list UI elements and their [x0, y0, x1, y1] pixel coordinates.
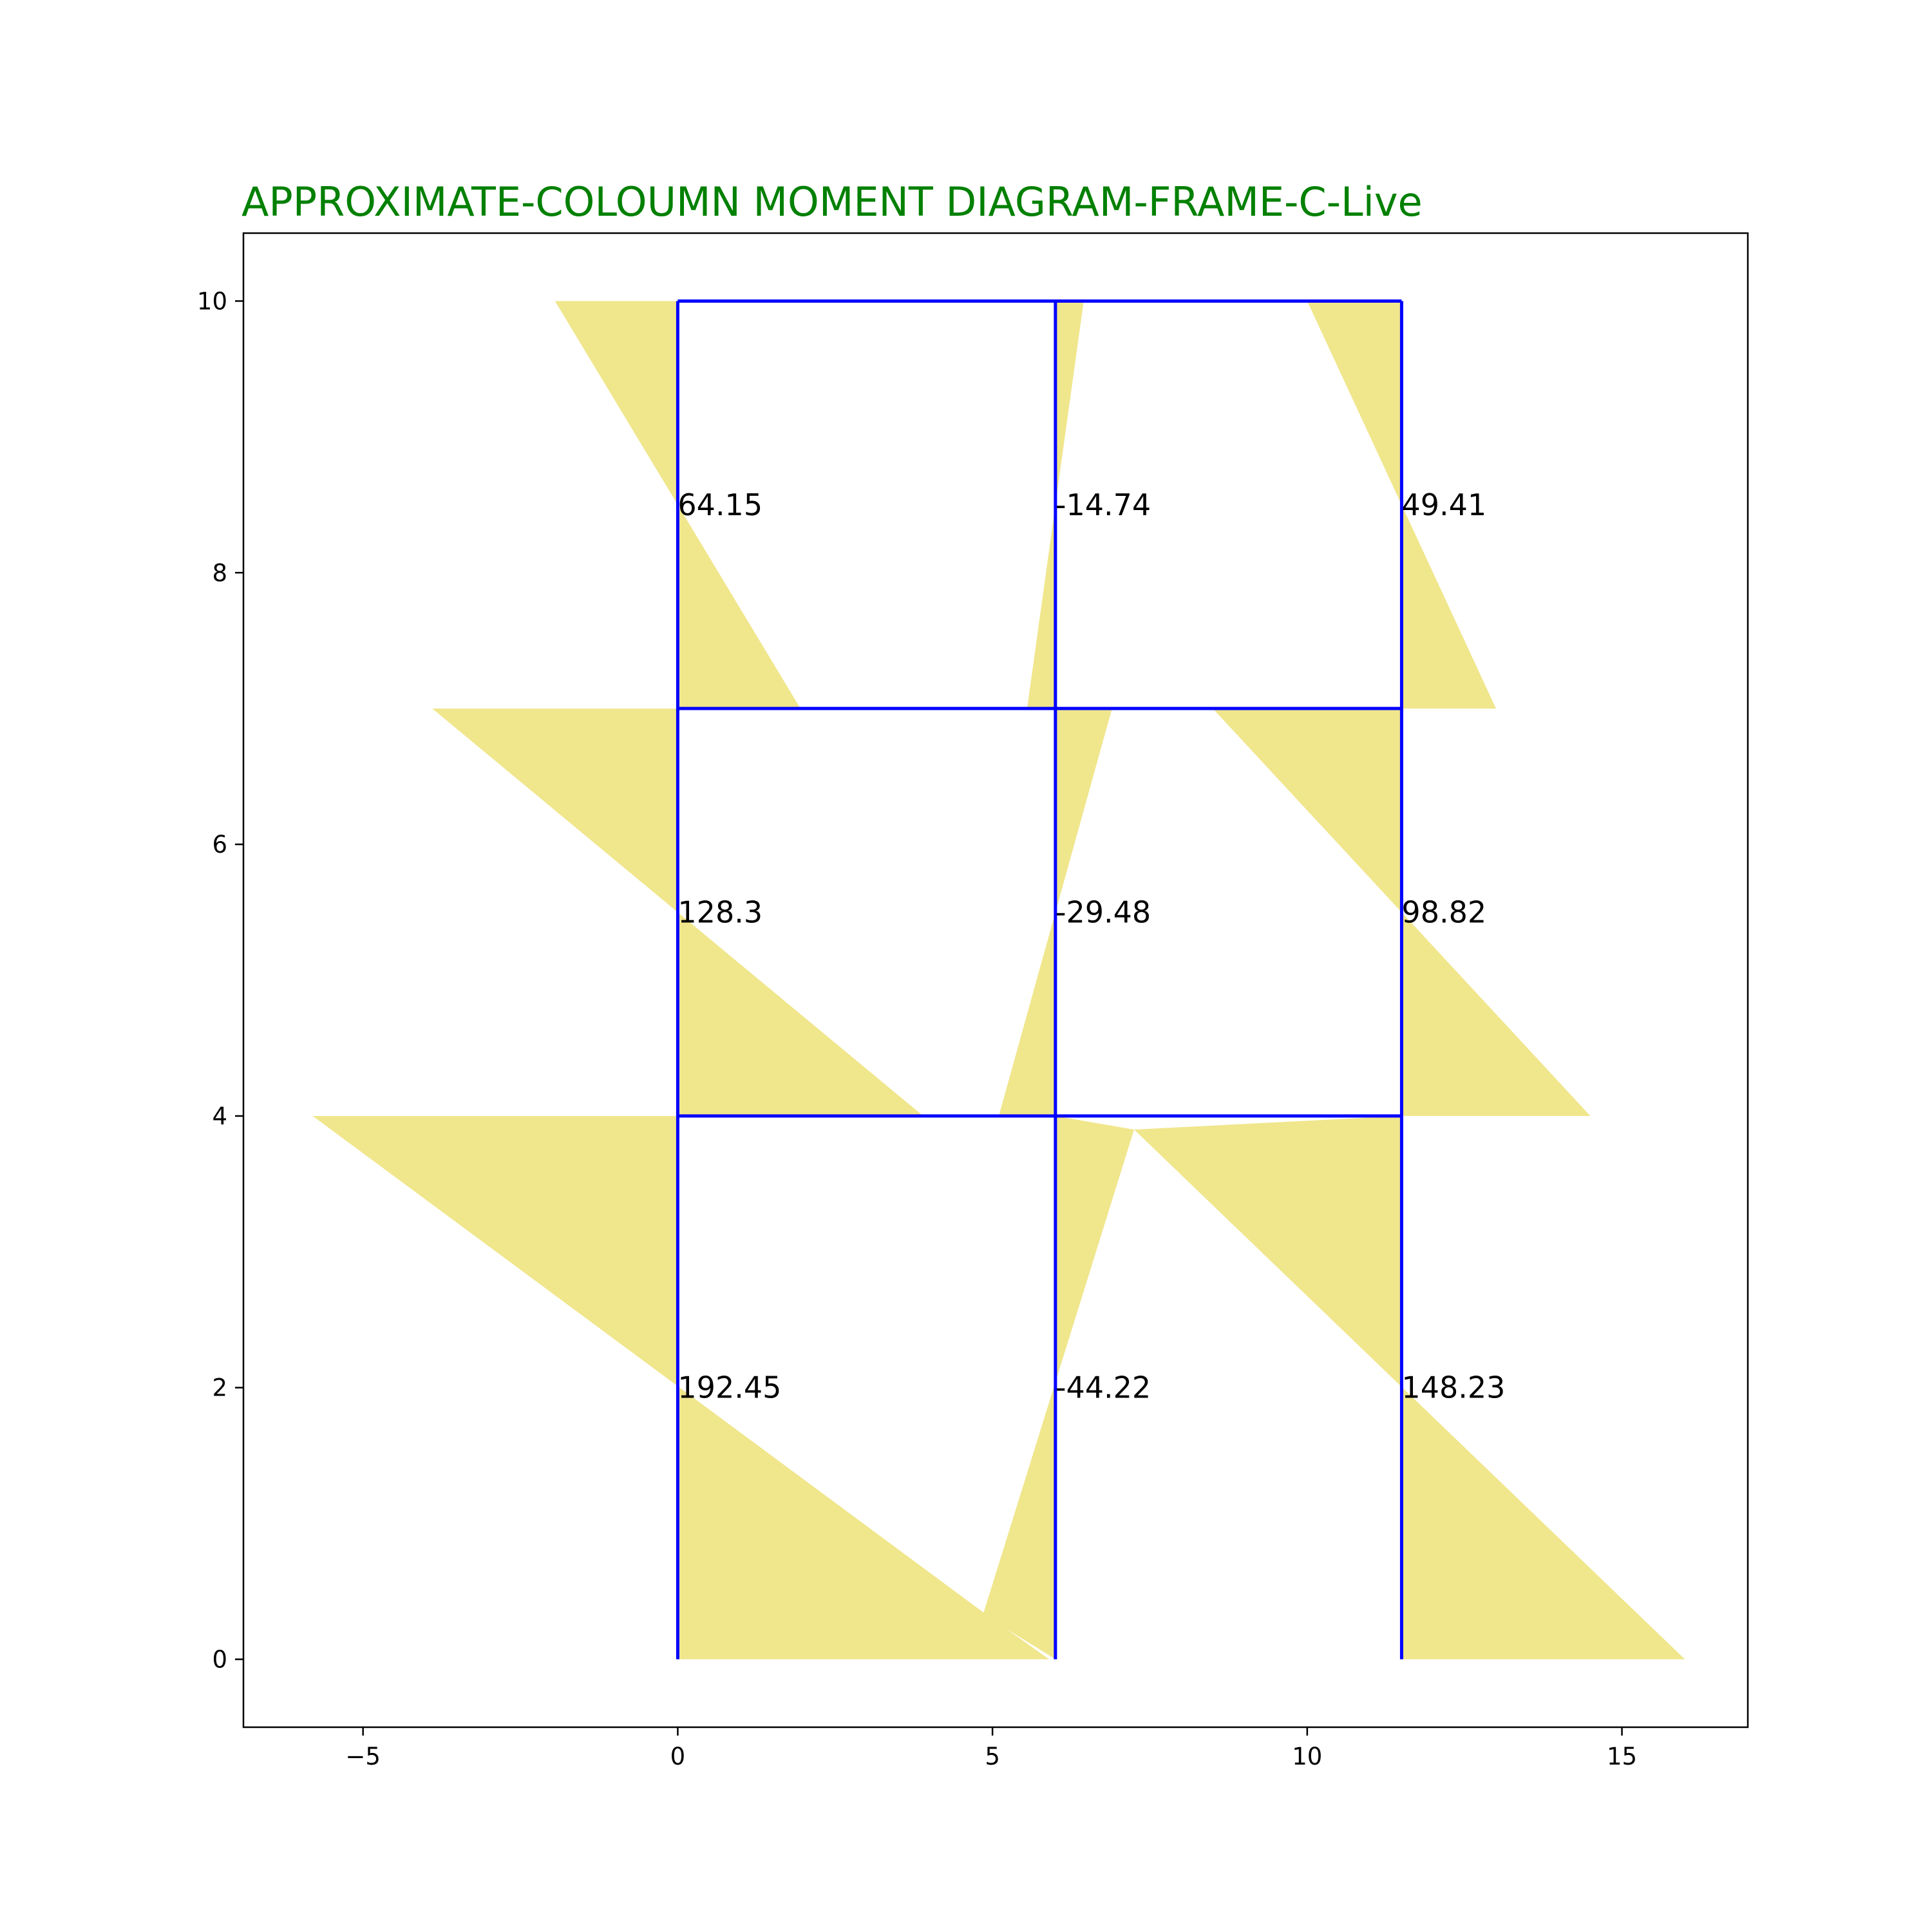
moment-polygon-9 [1134, 1115, 1685, 1660]
y-axis: 0 2 4 6 8 10 [197, 287, 243, 1674]
x-tick-label: 15 [1607, 1743, 1637, 1770]
moment-value-label: 98.82 [1401, 895, 1486, 930]
y-tick-label: 10 [197, 287, 227, 315]
x-tick-label: 0 [670, 1743, 686, 1770]
moment-value-label: 128.3 [677, 895, 762, 930]
y-tick-label: 8 [212, 559, 227, 587]
moment-polygon-8 [983, 1115, 1134, 1660]
moment-value-label: 49.41 [1401, 488, 1486, 522]
x-tick-label: 10 [1292, 1743, 1322, 1770]
chart-title: APPROXIMATE-COLOUMN MOMENT DIAGRAM-FRAME… [242, 178, 1423, 225]
y-tick-label: 4 [212, 1103, 227, 1130]
plot-area-border [242, 232, 1749, 1728]
y-tick-label: 0 [212, 1646, 227, 1674]
y-tick-label: 6 [212, 831, 227, 858]
moment-value-label: 192.45 [677, 1370, 781, 1405]
x-axis: −5 0 5 10 15 [345, 1727, 1637, 1770]
value-labels-layer: 64.15 -14.74 49.41 128.3 -29.48 98.82 192.45 -4… [677, 488, 1505, 1405]
moment-value-label: -44.22 [1056, 1370, 1151, 1405]
moment-value-label: 148.23 [1401, 1370, 1505, 1405]
moment-value-label: -14.74 [1056, 488, 1151, 522]
y-tick-label: 2 [212, 1374, 227, 1402]
moment-polygon-7 [312, 1115, 1050, 1660]
x-tick-label: −5 [345, 1743, 381, 1770]
frame-layer [676, 299, 1403, 1660]
moment-value-label: 64.15 [677, 488, 762, 522]
moment-value-label: -29.48 [1056, 895, 1151, 930]
x-tick-label: 5 [985, 1743, 1000, 1770]
